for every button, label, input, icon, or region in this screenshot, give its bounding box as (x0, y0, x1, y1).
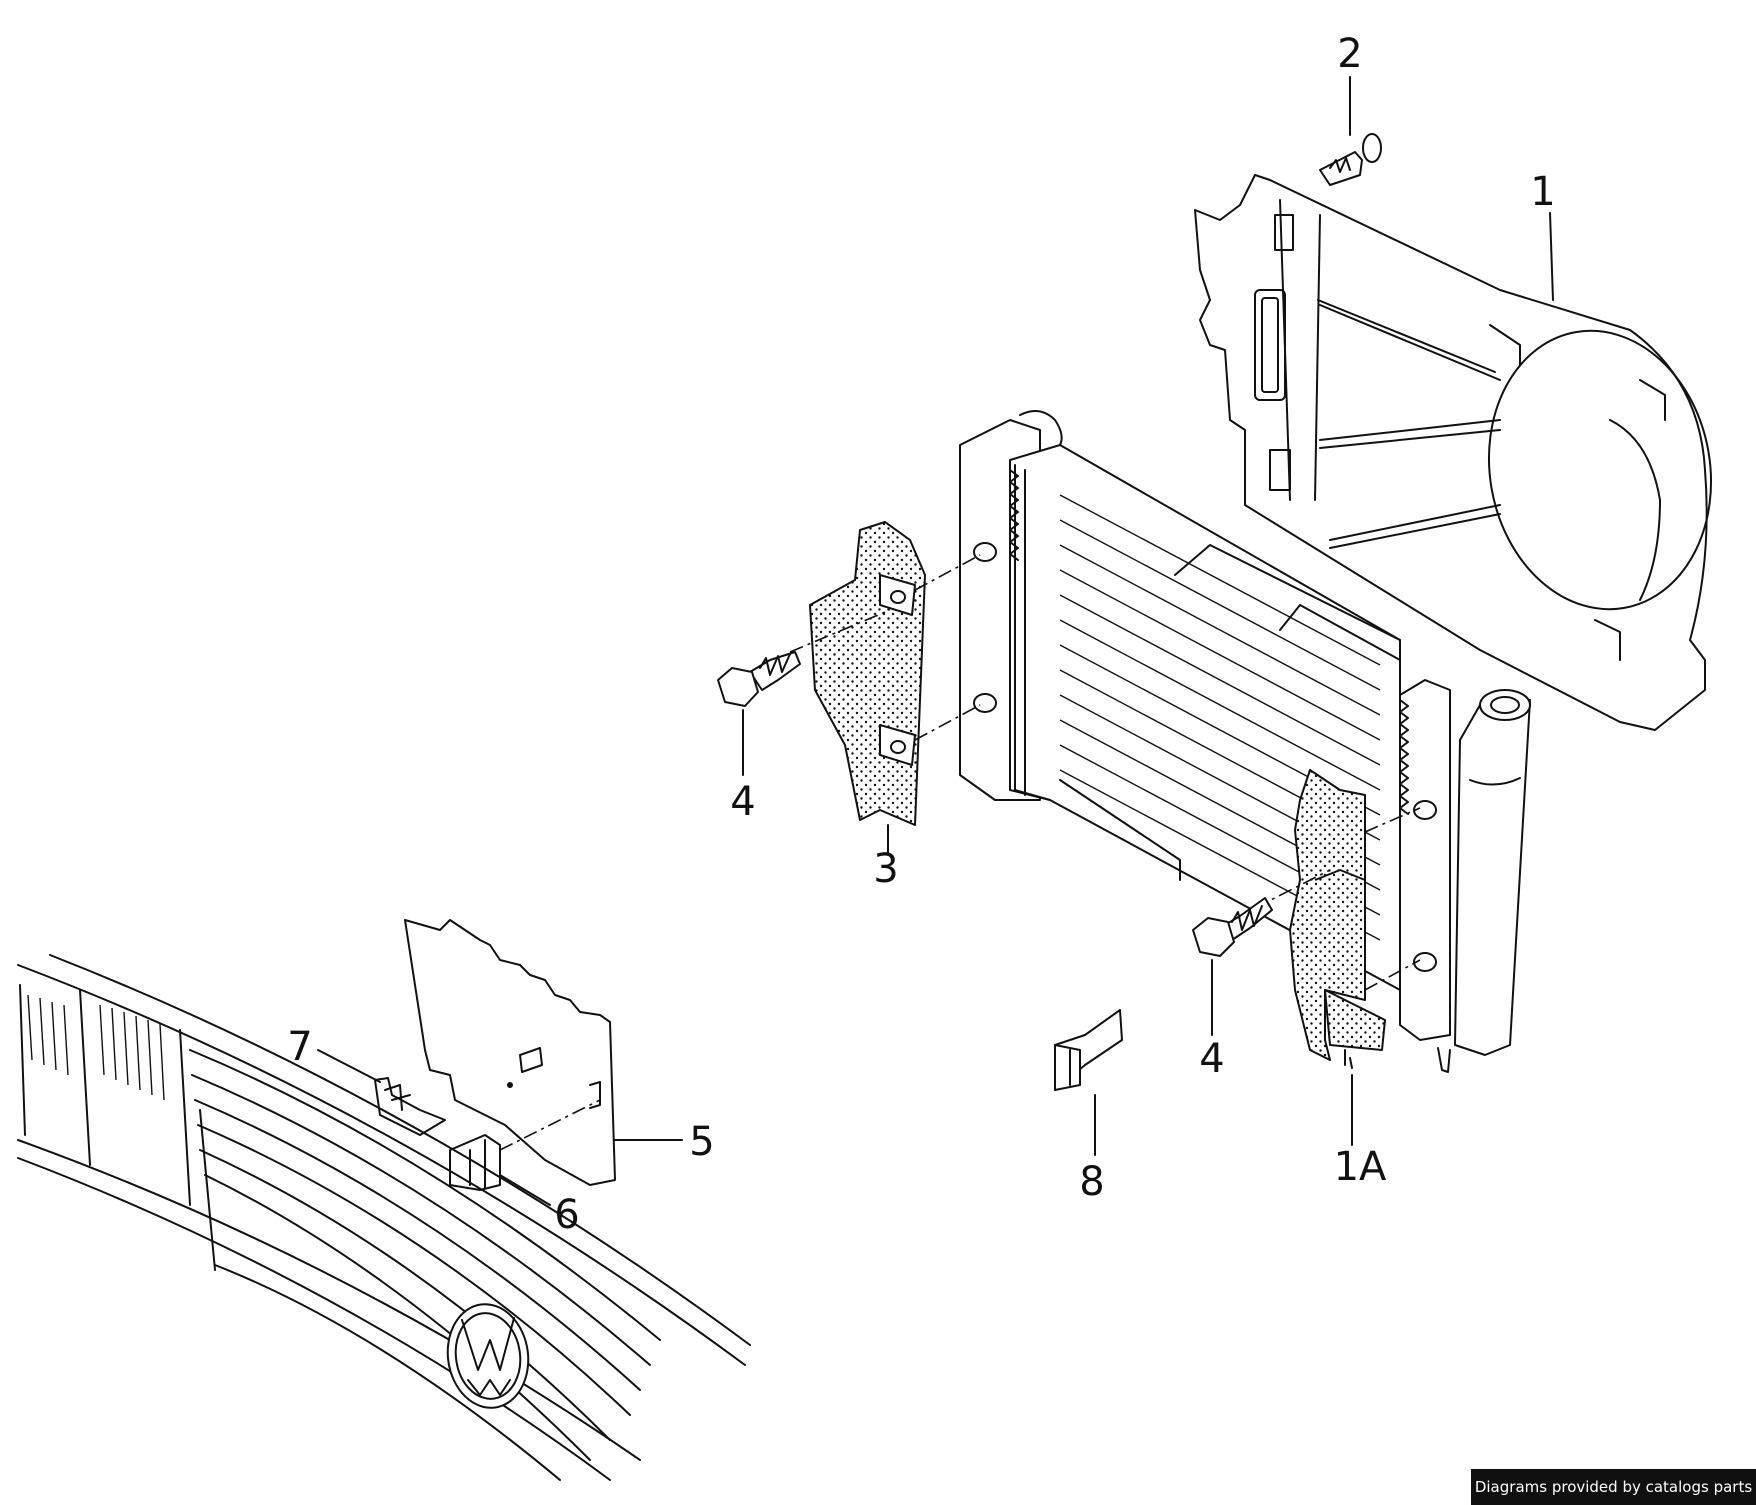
axis-1a-b (1364, 959, 1421, 991)
label-6: 6 (554, 1192, 579, 1238)
leader-7 (317, 1049, 381, 1083)
footer-credit: Diagrams provided by catalogs parts (1471, 1469, 1756, 1505)
screw-2 (1319, 133, 1382, 186)
label-4-left: 4 (730, 779, 755, 825)
leader-1 (1549, 212, 1554, 301)
plate-5 (404, 919, 616, 1186)
axis-3b (914, 704, 981, 741)
clip-7 (374, 1077, 446, 1136)
fan-shroud (1194, 174, 1713, 731)
leader-6 (499, 1174, 551, 1206)
front-grille (17, 954, 751, 1481)
label-1a: 1A (1334, 1144, 1387, 1190)
bracket-3 (809, 521, 926, 826)
label-3: 3 (873, 846, 898, 892)
label-1: 1 (1530, 169, 1555, 215)
axis-6 (499, 1099, 601, 1151)
axis-4a (789, 609, 891, 653)
label-5: 5 (689, 1119, 714, 1165)
bolt-4-right (1192, 897, 1273, 957)
clip-8 (1054, 1009, 1123, 1091)
axis-3a (914, 554, 981, 591)
axis-1a-a (1364, 807, 1421, 833)
label-8: 8 (1079, 1159, 1104, 1205)
bolt-4-left (717, 651, 801, 707)
bracket-1a (1289, 769, 1386, 1069)
label-2: 2 (1337, 31, 1362, 77)
label-4-right: 4 (1199, 1036, 1224, 1082)
